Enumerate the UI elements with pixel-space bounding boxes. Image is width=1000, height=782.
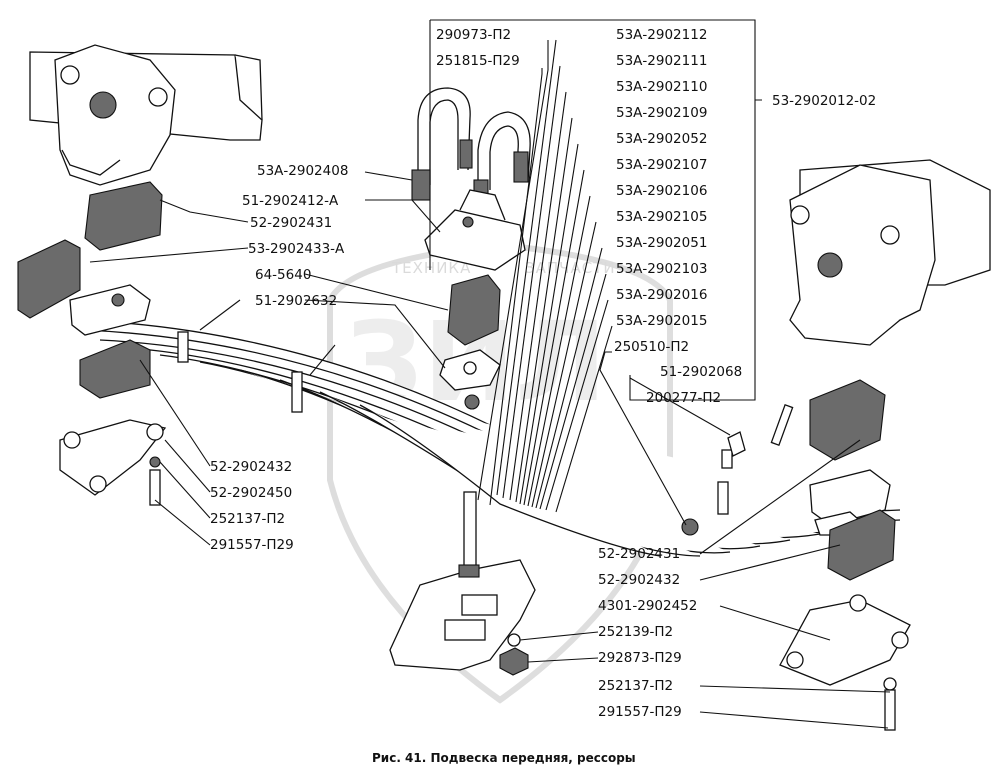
label-292873-p29: 292873-П29 [598, 650, 682, 666]
label-53a-2902408: 53А-2902408 [257, 163, 348, 179]
label-51-2902068: 51-2902068 [660, 364, 742, 380]
part-labels: 290973-П2 251815-П29 53А-2902112 53А-290… [210, 27, 876, 720]
label-51-2902412-a: 51-2902412-А [242, 193, 339, 209]
label-64-5640: 64-5640 [255, 267, 311, 283]
label-53a-2902016: 53А-2902016 [616, 287, 707, 303]
u-bolts [411, 87, 531, 209]
lower-buffer-left [59, 339, 167, 506]
label-252139-p2: 252139-П2 [598, 624, 673, 640]
rubber-buffer-top [17, 181, 163, 319]
frame-bracket-left [29, 44, 263, 186]
label-200277-p2: 200277-П2 [646, 390, 721, 406]
label-252137-p2-left: 252137-П2 [210, 511, 285, 527]
label-252137-p2-right: 252137-П2 [598, 678, 673, 694]
label-251815-p29: 251815-П29 [436, 53, 520, 69]
label-52-2902432-right: 52-2902432 [598, 572, 680, 588]
label-53a-2902052: 53А-2902052 [616, 131, 707, 147]
label-52-2902450: 52-2902450 [210, 485, 292, 501]
label-53-2902012-02: 53-2902012-02 [772, 93, 876, 109]
bump-stop [439, 274, 501, 410]
label-52-2902432-left: 52-2902432 [210, 459, 292, 475]
label-52-2902431-top: 52-2902431 [250, 215, 332, 231]
frame-bracket-right [789, 159, 991, 346]
axle-pad [389, 491, 536, 676]
figure-caption: Рис. 41. Подвеска передняя, рессоры [372, 751, 636, 765]
label-53a-2902110: 53А-2902110 [616, 79, 707, 95]
label-53a-2902112: 53А-2902112 [616, 27, 707, 43]
watermark-text-right: ЗАПЧАСТИ [525, 259, 616, 277]
label-53a-2902015: 53А-2902015 [616, 313, 707, 329]
label-52-2902431-right: 52-2902431 [598, 546, 680, 562]
label-53a-2902105: 53А-2902105 [616, 209, 707, 225]
label-53a-2902107: 53А-2902107 [616, 157, 707, 173]
label-290973-p2: 290973-П2 [436, 27, 511, 43]
label-291557-p29-left: 291557-П29 [210, 537, 294, 553]
label-53a-2902109: 53А-2902109 [616, 105, 707, 121]
label-53a-2902106: 53А-2902106 [616, 183, 707, 199]
leaf-spring [69, 284, 901, 557]
label-250510-p2: 250510-П2 [614, 339, 689, 355]
watermark-text-left: ТЕХНИКА [391, 259, 471, 277]
label-53-2902433-a: 53-2902433-А [248, 241, 345, 257]
label-53a-2902051: 53А-2902051 [616, 235, 707, 251]
label-53a-2902103: 53А-2902103 [616, 261, 707, 277]
spring-pad [424, 189, 526, 271]
label-4301-2902452: 4301-2902452 [598, 598, 697, 614]
right-end-parts [681, 379, 911, 731]
label-51-2902632: 51-2902632 [255, 293, 337, 309]
leader-lines [89, 19, 891, 729]
label-53a-2902111: 53А-2902111 [616, 53, 707, 69]
label-291557-p29-right: 291557-П29 [598, 704, 682, 720]
